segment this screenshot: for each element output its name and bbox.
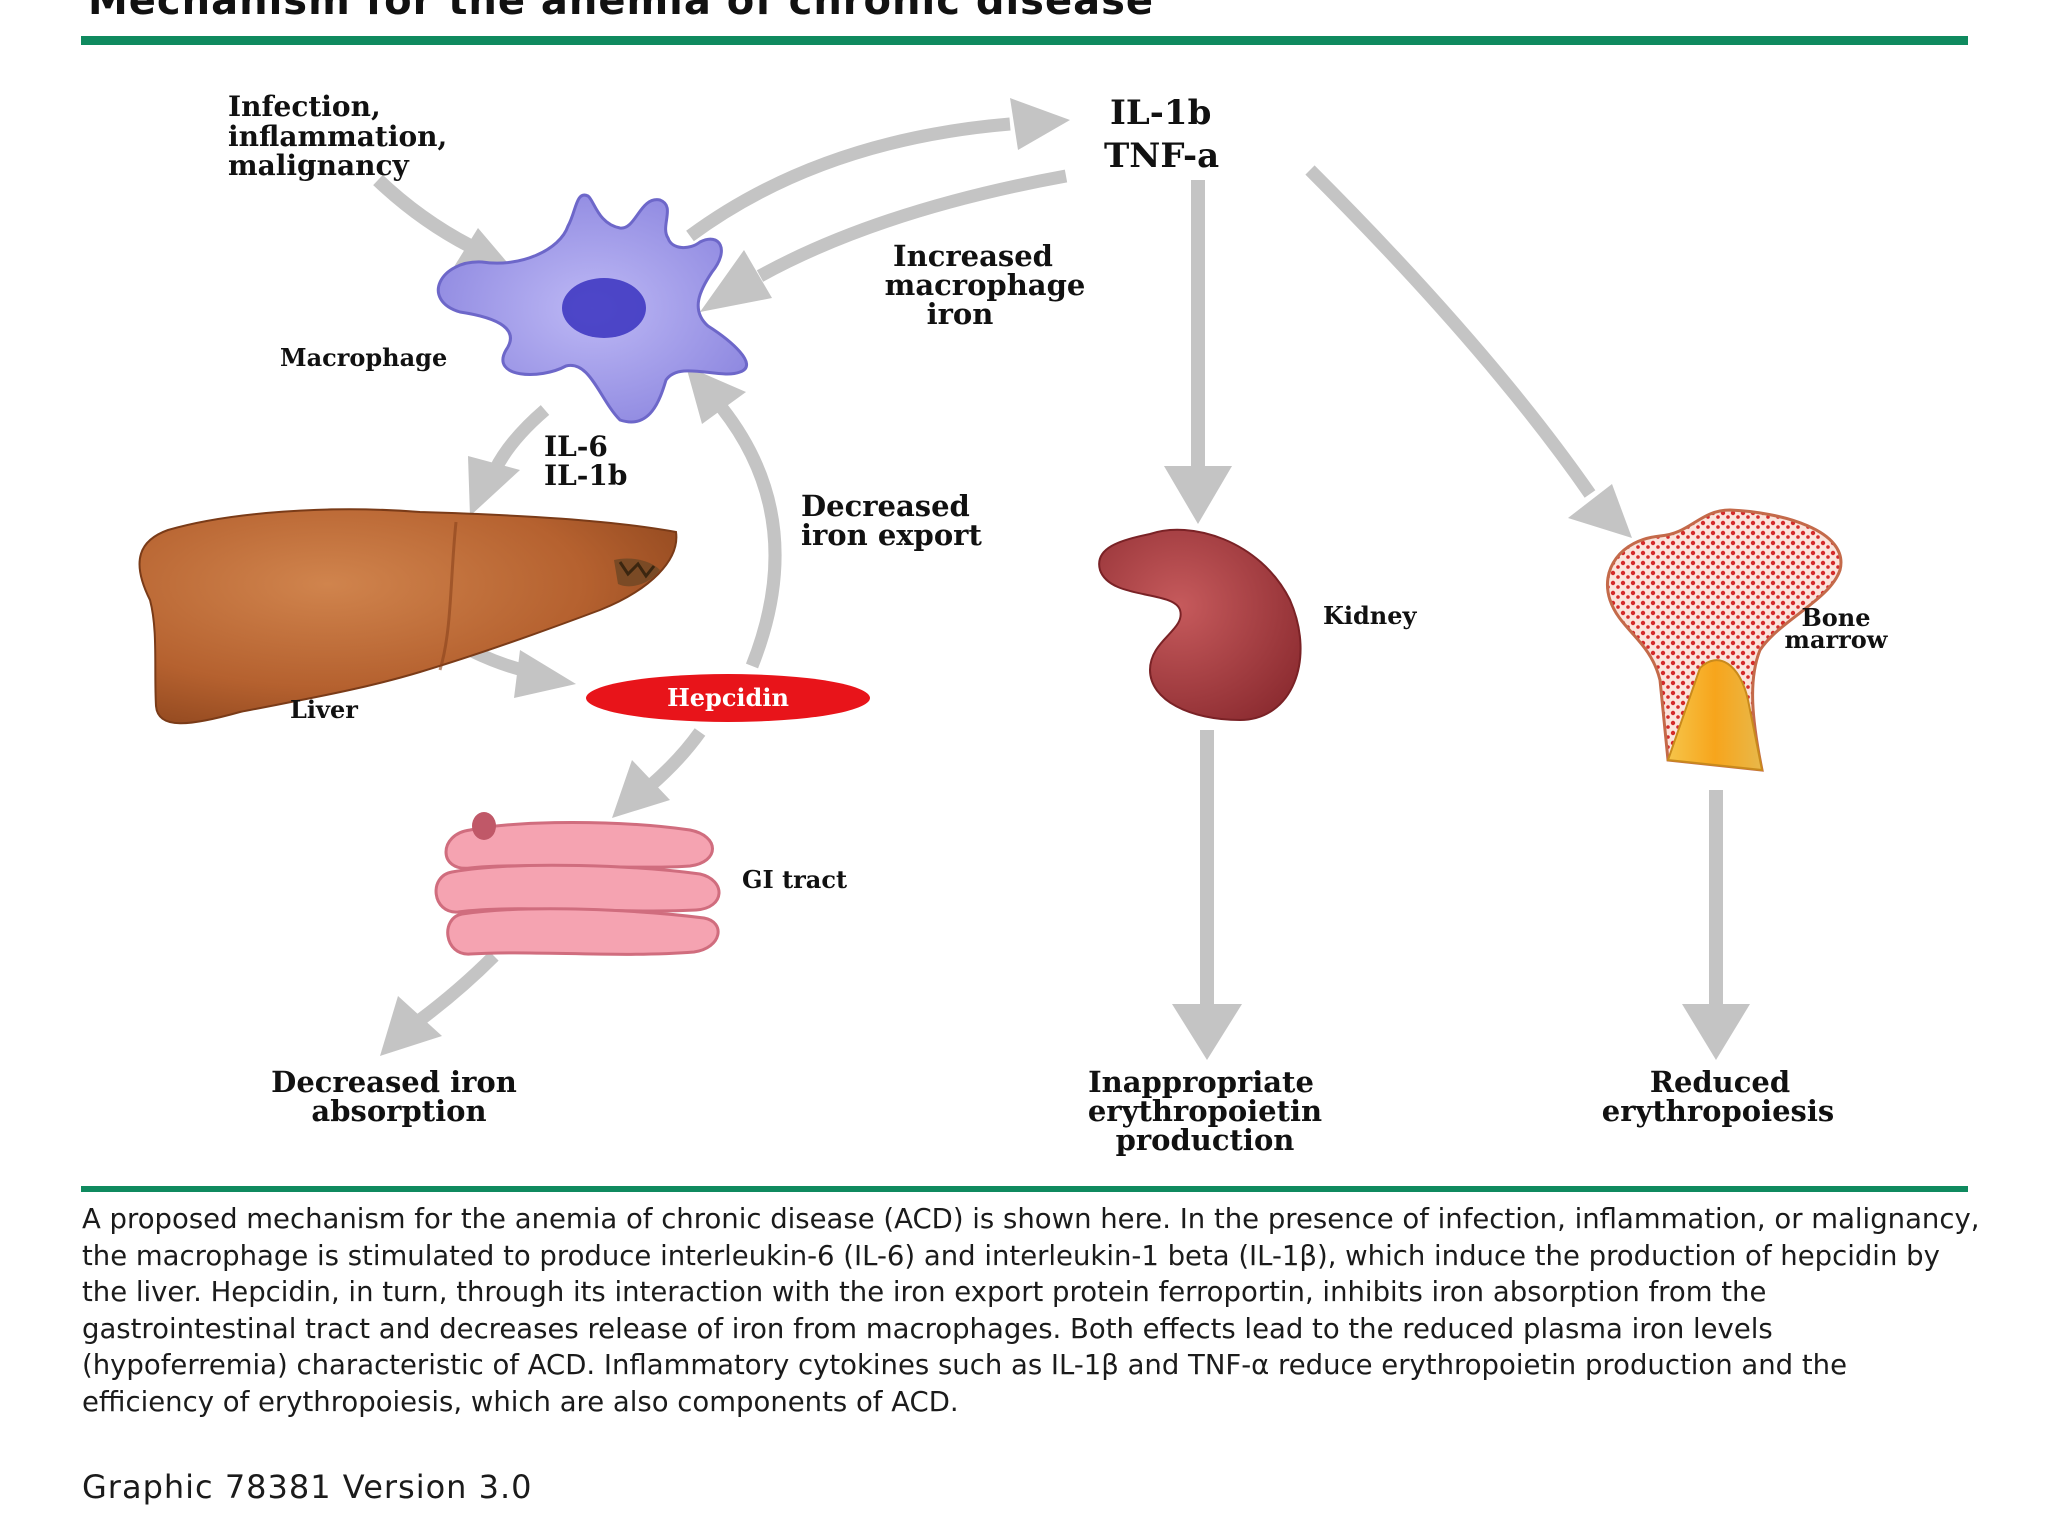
hepcidin-ellipse: [586, 674, 870, 722]
outcome-epo-line-3: production: [1116, 1123, 1295, 1157]
arrow-cytokines-to-bone: [1305, 165, 1632, 538]
increased-iron-label-line-2: macrophage: [885, 268, 1086, 302]
figure-caption: A proposed mechanism for the anemia of c…: [82, 1203, 1980, 1418]
macrophage-label: Macrophage: [280, 343, 447, 372]
tnfa-top-label: TNF-a: [1104, 136, 1219, 176]
kidney-illustration: [1098, 528, 1302, 722]
infection-label-line-1: Infection,: [228, 90, 381, 123]
il6-label: IL-6: [544, 430, 608, 463]
bone-marrow-label-line-2: marrow: [1785, 625, 1889, 654]
increased-iron-label-line-1: Increased: [893, 239, 1053, 273]
graphic-version: Graphic 78381 Version 3.0: [82, 1468, 533, 1506]
il1b-label: IL-1b: [544, 459, 627, 492]
arrow-hepcidin-to-gi: [612, 728, 706, 818]
decreased-export-label-line-2: iron export: [801, 518, 982, 552]
liver-illustration: [138, 508, 678, 725]
outcome-epo-line-2: erythropoietin: [1088, 1094, 1322, 1128]
decreased-export-label-line-1: Decreased: [801, 489, 970, 523]
increased-iron-label-line-3: iron: [927, 297, 994, 331]
top-divider: [81, 36, 1968, 45]
arrow-cytokines-to-kidney: [1164, 180, 1232, 524]
outcome-reduced-line-1: Reduced: [1650, 1065, 1790, 1099]
page-title: Mechanism for the anemia of chronic dise…: [88, 0, 1155, 24]
bone-marrow-illustration: [1605, 508, 1843, 772]
arrow-gi-to-absorption: [380, 951, 499, 1056]
arrow-macrophage-to-cytokines: [686, 98, 1070, 242]
acd-mechanism-diagram: Infection, inflammation, malignancy Macr…: [138, 90, 1889, 1157]
outcome-epo-line-1: Inappropriate: [1088, 1065, 1314, 1099]
outcome-absorption-line-1: Decreased iron: [271, 1065, 517, 1099]
bone-marrow-label-line-1: Bone: [1801, 603, 1870, 632]
infection-label-line-3: malignancy: [228, 149, 410, 182]
outcome-reduced-line-2: erythropoiesis: [1602, 1094, 1834, 1128]
arrow-kidney-to-epo: [1172, 730, 1242, 1060]
bottom-divider: [81, 1186, 1968, 1192]
arrow-infection-to-macrophage: [373, 174, 512, 270]
il1b-top-label: IL-1b: [1110, 93, 1211, 133]
arrow-hepcidin-to-macrophage: [686, 366, 782, 669]
macrophage-illustration: [437, 193, 748, 424]
arrow-bone-to-reduced: [1682, 790, 1750, 1060]
gi-tract-label: GI tract: [742, 865, 847, 894]
kidney-label: Kidney: [1323, 601, 1417, 630]
infection-label-line-2: inflammation,: [228, 120, 447, 153]
arrow-macrophage-to-liver: [468, 405, 550, 516]
arrow-cytokines-to-macrophage: [700, 169, 1068, 312]
outcome-absorption-line-2: absorption: [311, 1094, 486, 1128]
hepcidin-label: Hepcidin: [667, 683, 789, 712]
gi-tract-illustration: [434, 812, 721, 956]
liver-label: Liver: [290, 695, 358, 724]
